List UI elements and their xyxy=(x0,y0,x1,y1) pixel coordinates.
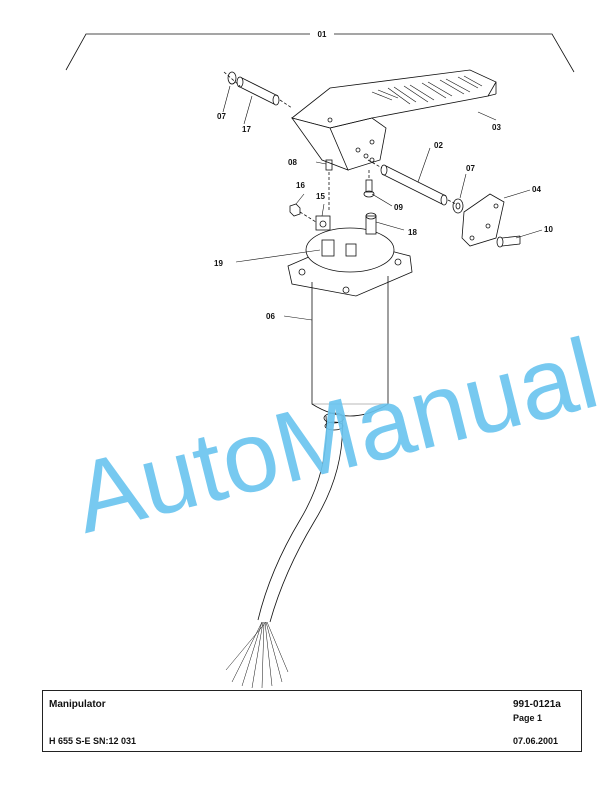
washer-right xyxy=(452,198,464,214)
document-title: Manipulator xyxy=(49,699,106,710)
clamp-part xyxy=(315,215,331,231)
callout-18: 18 xyxy=(408,228,417,237)
callout-17: 17 xyxy=(242,125,251,134)
callout-04: 04 xyxy=(532,185,541,194)
callout-10: 10 xyxy=(544,225,553,234)
callout-16: 16 xyxy=(296,181,305,190)
screw-09 xyxy=(363,179,375,198)
callout-03: 03 xyxy=(492,123,501,132)
callout-08: 08 xyxy=(288,158,297,167)
cable xyxy=(225,412,345,689)
document-number: 991-0121a xyxy=(513,699,561,710)
nut-part xyxy=(289,203,301,217)
callout-01: 01 xyxy=(318,30,327,39)
callout-19: 19 xyxy=(214,259,223,268)
callout-02: 02 xyxy=(434,141,443,150)
title-block: Manipulator 991-0121a Page 1 H 655 S-E S… xyxy=(42,690,582,752)
assembly-bracket-right xyxy=(334,33,575,73)
exploded-parts-diagram: 01 02 03 04 06 07 07 08 09 10 16 17 15 1… xyxy=(63,30,608,689)
potentiometer-part xyxy=(287,212,413,417)
document-date: 07.06.2001 xyxy=(513,736,559,746)
model-number: H 655 S-E SN:12 031 xyxy=(49,736,137,746)
callout-07-right: 07 xyxy=(466,164,475,173)
callout-07-left: 07 xyxy=(217,112,226,121)
grub-screw xyxy=(325,159,333,171)
assembly-bracket xyxy=(65,33,310,71)
bracket-part xyxy=(461,193,505,247)
callout-09: 09 xyxy=(394,203,403,212)
watermark-text: AutoManual xyxy=(63,317,608,555)
pin-long xyxy=(380,164,448,206)
screw-10 xyxy=(496,235,521,248)
page-number: Page 1 xyxy=(513,713,543,723)
callout-06: 06 xyxy=(266,312,275,321)
callout-15: 15 xyxy=(316,192,325,201)
pedal-part xyxy=(291,69,497,171)
pin-short xyxy=(236,76,280,106)
washer-left xyxy=(227,71,237,85)
